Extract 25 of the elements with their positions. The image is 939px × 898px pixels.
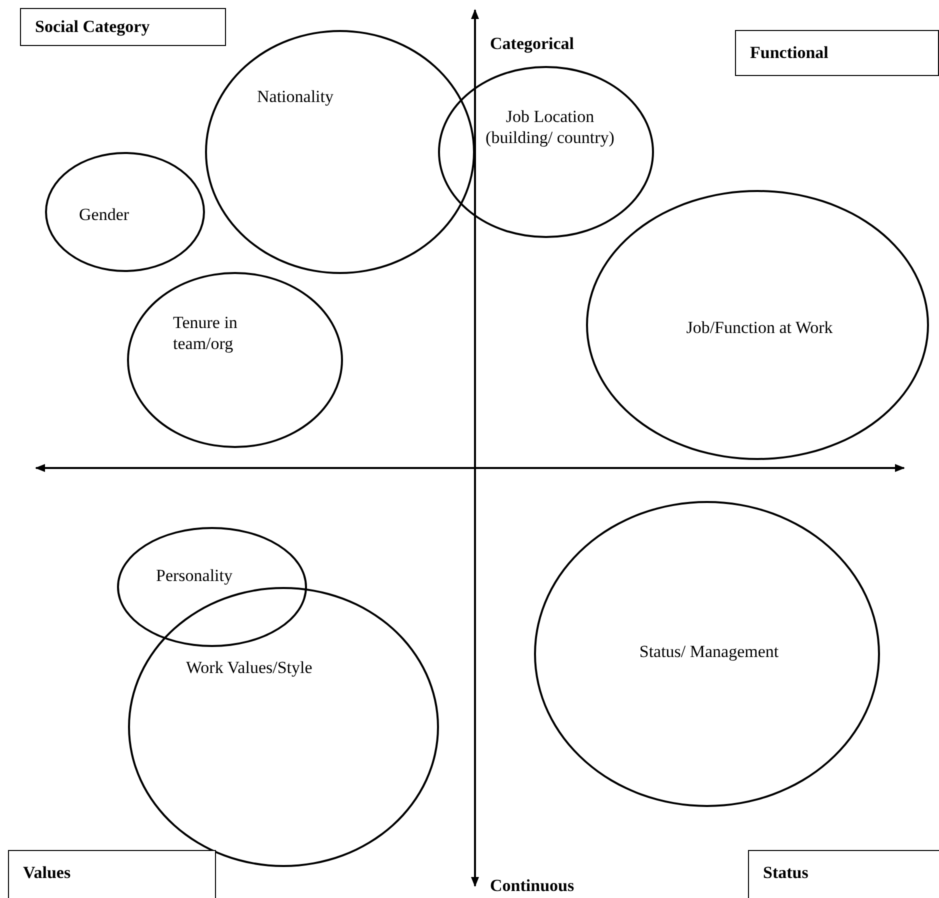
quadrant-label-box: [8, 850, 216, 898]
ellipse-label: Status/ Management: [638, 641, 780, 662]
ellipse: [127, 272, 343, 448]
quadrant-label: Values: [23, 863, 71, 883]
ellipse: [438, 66, 654, 238]
quadrant-label-box: [748, 850, 939, 898]
axis-label: Categorical: [490, 34, 574, 54]
ellipse: [534, 501, 880, 807]
ellipse-label: Personality: [156, 565, 234, 586]
ellipse-label: Gender: [79, 204, 130, 225]
ellipse-label: Job/Function at Work: [685, 317, 834, 338]
quadrant-label-box: [20, 8, 226, 46]
ellipse: [586, 190, 929, 460]
ellipse-label: Nationality: [257, 86, 334, 107]
ellipse: [205, 30, 475, 274]
ellipse-label: Tenure in team/org: [173, 312, 238, 354]
quadrant-label: Social Category: [35, 17, 150, 37]
ellipse: [45, 152, 205, 272]
ellipse-label: Work Values/Style: [186, 657, 314, 678]
quadrant-label: Functional: [750, 43, 828, 63]
ellipse: [117, 527, 307, 647]
quadrant-label: Status: [763, 863, 808, 883]
axis-label: Continuous: [490, 876, 574, 896]
quadrant-label-box: [735, 30, 939, 76]
ellipse-label: Job Location (building/ country): [484, 106, 616, 148]
